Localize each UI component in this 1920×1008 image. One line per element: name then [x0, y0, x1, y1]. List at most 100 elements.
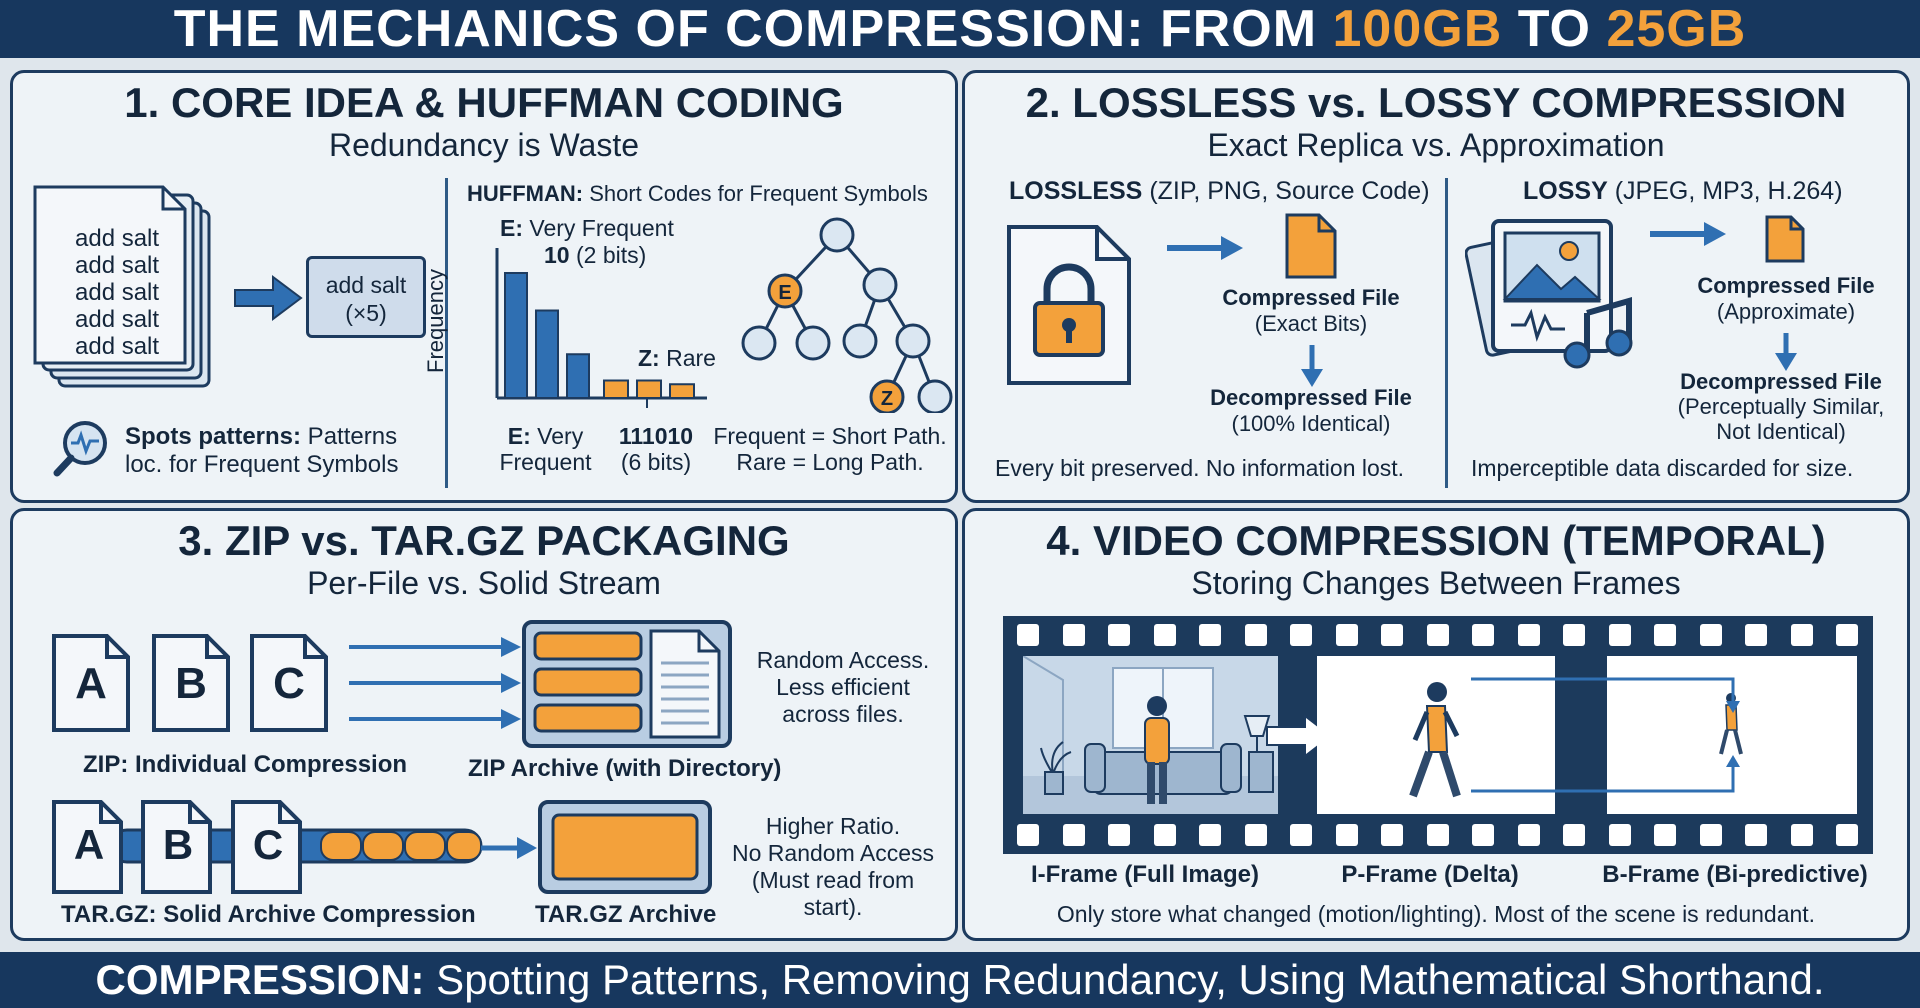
file-a-icon: [52, 634, 130, 732]
arrow-right-icon: [234, 275, 303, 321]
sprocket-hole: [1335, 624, 1358, 646]
frequency-bar: [603, 379, 629, 399]
panel3-title: 3. ZIP vs. TAR.GZ PACKAGING: [178, 517, 790, 564]
e-code: 10: [544, 242, 570, 268]
sprocket-hole: [1472, 624, 1494, 646]
zip-note: Random Access. Less efficient across fil…: [743, 647, 943, 728]
arrow-right-icon: [1167, 236, 1243, 260]
tar-note-line: Higher Ratio.: [765, 813, 901, 839]
sprocket-hole: [1381, 824, 1403, 846]
video-note: Only store what changed (motion/lighting…: [1056, 901, 1816, 927]
sprocket-hole: [1108, 824, 1130, 846]
p-frame-delta: [1317, 656, 1555, 814]
p-frame-label: P-Frame (Delta): [1341, 861, 1519, 888]
sprocket-hole: [1290, 824, 1312, 846]
panel2-title: 2. LOSSLESS vs. LOSSY COMPRESSION: [1025, 79, 1847, 126]
frequency-bar: [535, 309, 559, 399]
e-axis-rest: Very: [530, 423, 584, 449]
zip-note-line: Random Access.: [756, 647, 930, 673]
sprocket-hole: [1654, 824, 1676, 846]
lossy-compressed-sub: (Approximate): [1716, 299, 1856, 324]
huffman-tree: E Z: [741, 217, 953, 413]
tar-file-a-letter: A: [73, 821, 105, 868]
panel3-subtitle: Per-File vs. Solid Stream: [307, 565, 661, 601]
panel2-subtitle: Exact Replica vs. Approximation: [1207, 127, 1665, 163]
frequency-chart: [495, 248, 707, 408]
z-label: Z: Rare: [638, 345, 716, 372]
lossy-compressed: Compressed File (Approximate): [1680, 273, 1892, 325]
footer-rest: Spotting Patterns, Removing Redundancy, …: [424, 956, 1825, 1003]
lossless-decompressed-sub: (100% Identical): [1231, 411, 1391, 436]
sprocket-hole: [1335, 824, 1358, 846]
panel-video-compression: 4. VIDEO COMPRESSION (TEMPORAL) Storing …: [962, 508, 1910, 941]
arrow-right-icon: [1650, 222, 1726, 246]
doc-line: add salt: [75, 279, 160, 306]
sprocket-hole: [1699, 624, 1722, 646]
panel-zip-targz: 3. ZIP vs. TAR.GZ PACKAGING Per-File vs.…: [10, 508, 958, 941]
node-e-label: E: [778, 282, 791, 304]
title-from-size: 100GB: [1332, 0, 1503, 58]
divider: [1445, 178, 1448, 488]
sprocket-hole: [1517, 624, 1540, 646]
tree-node: [819, 217, 855, 253]
zip-note-line: across files.: [782, 701, 904, 727]
lossless-decompressed: Decompressed File (100% Identical): [1185, 385, 1437, 437]
zip-note-line: Less efficient: [776, 674, 910, 700]
e-bold: E:: [500, 215, 523, 241]
tar-note-line: start).: [803, 894, 863, 920]
sprocket-hole: [1426, 824, 1449, 846]
e-label: E: Very Frequent 10 (2 bits): [500, 215, 674, 269]
e-axis-label: E: Very Frequent: [483, 423, 608, 475]
file-b-icon: [152, 634, 230, 732]
tar-file-c-letter: C: [252, 821, 284, 868]
arrow-down-icon: [1301, 345, 1323, 387]
arrow-right-icon: [481, 837, 537, 859]
sprocket-hole: [1426, 624, 1449, 646]
lossless-decompressed-label: Decompressed File: [1210, 385, 1412, 410]
file-b-letter: B: [175, 659, 207, 708]
sprocket-hole: [1199, 624, 1221, 646]
panel4-title: 4. VIDEO COMPRESSION (TEMPORAL): [1046, 517, 1826, 564]
sprocket-row-bottom: [1003, 824, 1873, 846]
lossy-note: Imperceptible data discarded for size.: [1471, 455, 1854, 481]
node-e: [767, 273, 803, 309]
lossless-heading: LOSSLESS (ZIP, PNG, Source Code): [1009, 177, 1430, 206]
prediction-arrows: [1471, 677, 1740, 793]
sprocket-hole: [1836, 824, 1858, 846]
huffman-heading: HUFFMAN: Short Codes for Frequent Symbol…: [467, 181, 928, 207]
sprocket-hole: [1381, 624, 1403, 646]
huffman-bold: HUFFMAN:: [467, 181, 584, 206]
sprocket-hole: [1608, 624, 1631, 646]
chart-ylabel: Frequency: [423, 269, 448, 373]
document-lines: add salt add salt add salt add salt add …: [75, 225, 159, 360]
lossless-compressed: Compressed File (Exact Bits): [1205, 285, 1417, 337]
e-rest: Very Frequent: [523, 215, 674, 241]
panel4-subtitle: Storing Changes Between Frames: [1191, 565, 1681, 601]
zip-archive-label: ZIP Archive (with Directory): [468, 755, 782, 782]
title-to-size: 25GB: [1606, 0, 1747, 58]
frequency-bar: [669, 383, 695, 399]
node-z-label: Z: [881, 388, 893, 410]
sprocket-hole: [1244, 824, 1267, 846]
e-axis-bold: E:: [507, 423, 531, 449]
panel1-subtitle: Redundancy is Waste: [328, 127, 640, 163]
tar-file-b-letter: B: [162, 821, 194, 868]
panel-core-idea: 1. CORE IDEA & HUFFMAN CODING Redundancy…: [10, 70, 958, 503]
lossy-decompressed: Decompressed File (Perceptually Similar,…: [1655, 369, 1907, 444]
file-c-icon: [250, 634, 328, 732]
compact-label: add salt (×5): [306, 256, 426, 338]
sprocket-hole: [1017, 824, 1039, 846]
lossy-compressed-label: Compressed File: [1697, 273, 1875, 298]
z-bits: (6 bits): [620, 449, 692, 475]
e-axis-line2: Frequent: [499, 449, 592, 475]
lossless-note: Every bit preserved. No information lost…: [995, 455, 1405, 481]
node-z: [869, 379, 905, 413]
lossy-heading: LOSSY (JPEG, MP3, H.264): [1523, 177, 1843, 206]
arrow-down-icon: [1775, 333, 1797, 371]
doc-line: add salt: [75, 333, 160, 360]
sprocket-hole: [1790, 824, 1813, 846]
footer-bold: COMPRESSION:: [95, 956, 425, 1003]
z-code: 111010: [618, 423, 694, 449]
sprocket-hole: [1017, 624, 1039, 646]
sprocket-hole: [1745, 624, 1767, 646]
